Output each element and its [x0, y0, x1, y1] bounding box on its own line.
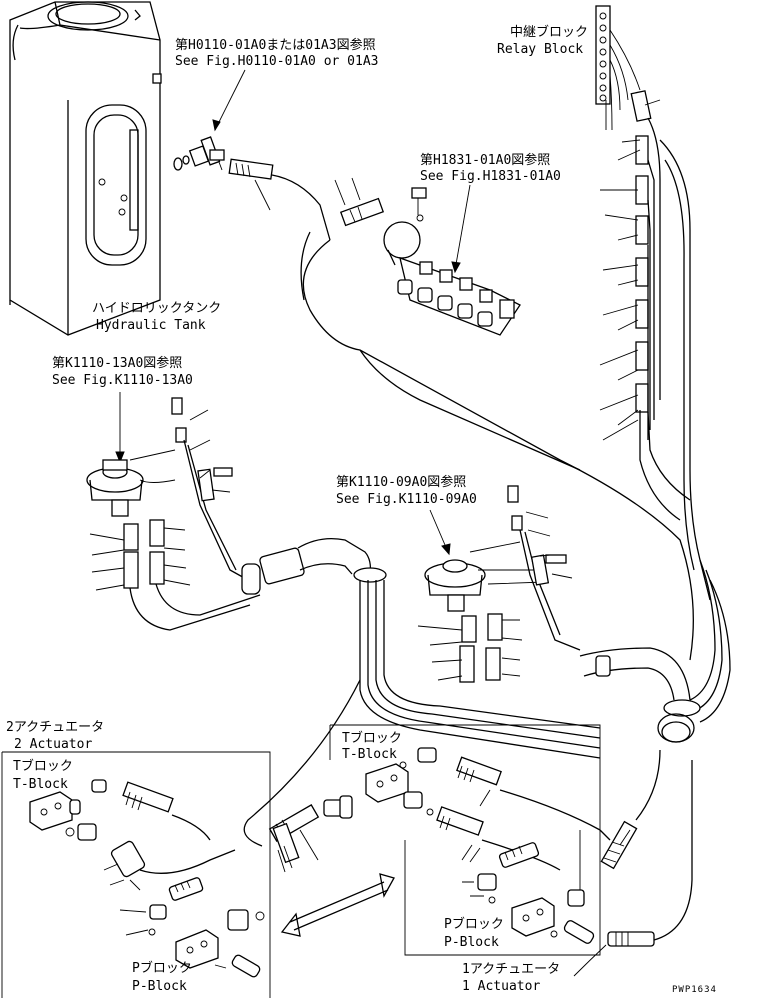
solenoid-valve-block — [383, 187, 521, 336]
fitting — [339, 795, 353, 819]
p-block-2 — [148, 877, 265, 978]
hose-end — [272, 822, 300, 864]
right-pilot-valve — [424, 559, 486, 612]
tblock-1-jp: Tブロック — [342, 730, 402, 746]
right-valve-hose-fittings — [459, 613, 503, 683]
pblock-2-jp: Pブロック — [132, 960, 192, 976]
tank-hose-end — [228, 158, 274, 180]
pblock-1-jp: Pブロック — [444, 916, 504, 932]
actuator-2-jp: 2アクチュエータ — [6, 720, 104, 735]
t-block-2 — [29, 779, 146, 878]
hydraulic-tank — [9, 1, 162, 336]
ref-h0110-en: See Fig.H0110-01A0 or 01A3 — [175, 54, 379, 69]
actuator-2-frame — [2, 751, 271, 998]
hose-end — [607, 931, 655, 947]
ref-h0110-jp: 第H0110-01A0または01A3図参照 — [175, 37, 376, 53]
bolt — [171, 397, 183, 415]
hose-end — [436, 806, 484, 836]
relay-hose-stack — [630, 90, 711, 601]
ref-h1831-jp: 第H1831-01A0図参照 — [420, 152, 550, 168]
ref-k1110-13-en: See Fig.K1110-13A0 — [52, 373, 193, 388]
interchange-arrow — [280, 873, 395, 937]
drawing-number: PWP1634 — [672, 985, 717, 995]
p-block-1 — [477, 842, 595, 944]
right-swivel-tube — [579, 647, 701, 717]
left-swivel-fitting — [241, 537, 387, 595]
bolt — [175, 427, 187, 443]
bolt — [507, 485, 519, 503]
actuator-1-en: 1 Actuator — [462, 979, 540, 994]
hose-end — [600, 820, 638, 870]
ref-k1110-09-en: See Fig.K1110-09A0 — [336, 492, 477, 507]
hose-end — [122, 781, 174, 813]
bolt — [511, 515, 523, 531]
tblock-2-jp: Tブロック — [13, 758, 73, 774]
ref-k1110-13-jp: 第K1110-13A0図参照 — [52, 355, 182, 371]
actuator-2-en: 2 Actuator — [14, 737, 92, 752]
relay-block-en: Relay Block — [497, 42, 583, 57]
tank-elbow-fitting — [173, 136, 225, 171]
tblock-2-en: T-Block — [13, 777, 68, 792]
bolt — [213, 467, 233, 477]
bolt — [545, 554, 567, 564]
relay-block — [595, 5, 611, 105]
t-block-1 — [365, 747, 437, 816]
relay-block-jp: 中継ブロック — [510, 24, 588, 40]
tblock-1-en: T-Block — [342, 747, 397, 762]
tank-label-jp: ハイドロリックタンク — [92, 301, 221, 316]
actuator-1-jp: 1アクチュエータ — [462, 962, 560, 977]
pblock-2-en: P-Block — [132, 979, 187, 994]
pblock-1-en: P-Block — [444, 935, 499, 950]
clamp — [197, 468, 215, 502]
ref-k1110-09-jp: 第K1110-09A0図参照 — [336, 474, 466, 490]
left-pilot-valve — [86, 459, 144, 517]
valve-hose-end — [339, 197, 385, 227]
clamp — [530, 554, 550, 586]
tank-label-en: Hydraulic Tank — [96, 318, 206, 333]
hose-end — [456, 756, 502, 786]
actuator-1-frame — [330, 724, 601, 956]
left-valve-hose-fittings — [123, 519, 165, 589]
ref-h1831-en: See Fig.H1831-01A0 — [420, 169, 561, 184]
